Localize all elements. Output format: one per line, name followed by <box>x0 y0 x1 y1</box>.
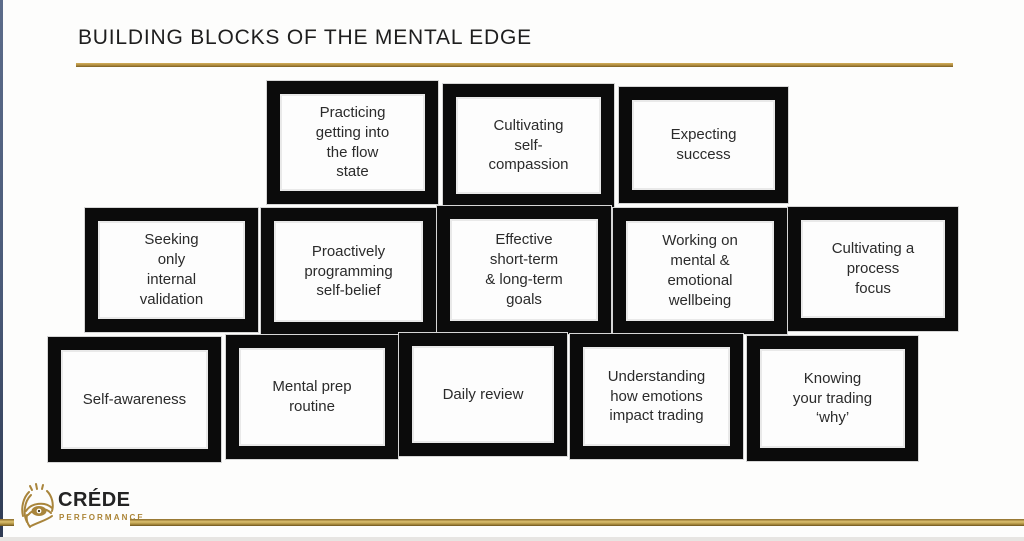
block-mental-emotional-wellbeing: Working on mental & emotional wellbeing <box>613 208 787 334</box>
block-daily-review: Daily review <box>399 333 567 456</box>
brand-subtitle: PERFORMANCE <box>59 513 145 522</box>
title-underline <box>76 63 953 67</box>
slide-title: BUILDING BLOCKS OF THE MENTAL EDGE <box>78 26 532 49</box>
block-self-awareness: Self-awareness <box>48 337 221 462</box>
block-trading-why: Knowing your trading ‘why’ <box>747 336 918 461</box>
block-expecting-success: Expecting success <box>619 87 788 203</box>
brand-name: CRÉDE <box>58 489 131 511</box>
block-cultivating-self-compassion: Cultivating self- compassion <box>443 84 614 207</box>
block-proactively-programming-self-belief: Proactively programming self-belief <box>261 208 436 335</box>
block-seeking-internal-validation: Seeking only internal validation <box>85 208 258 332</box>
block-emotions-impact-trading: Understanding how emotions impact tradin… <box>570 334 743 459</box>
footer-gold-line-right <box>130 519 1024 526</box>
crede-logo-eye-icon <box>21 483 54 528</box>
footer-gold-line-left <box>0 519 14 526</box>
left-edge-strip <box>0 0 3 541</box>
block-effective-goals: Effective short-term & long-term goals <box>437 206 611 334</box>
block-practicing-flow-state: Practicing getting into the flow state <box>267 81 438 204</box>
block-mental-prep-routine: Mental prep routine <box>226 335 398 459</box>
block-process-focus: Cultivating a process focus <box>788 207 958 331</box>
bottom-edge-strip <box>0 537 1024 541</box>
